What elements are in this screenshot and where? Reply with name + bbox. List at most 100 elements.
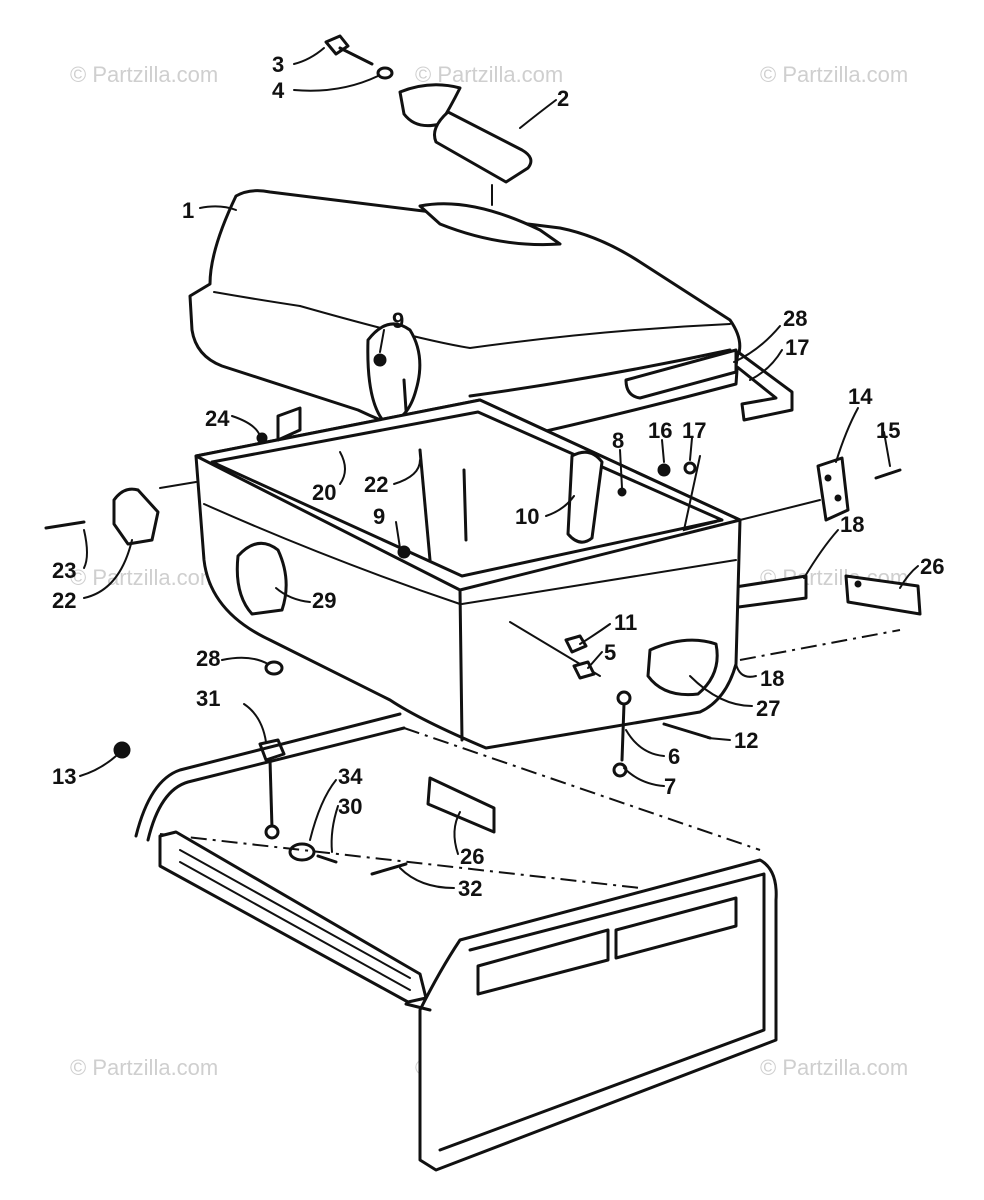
leader	[83, 539, 133, 599]
leader	[339, 451, 346, 485]
cable	[620, 702, 626, 762]
washer-34	[288, 842, 316, 862]
callout-label: 1	[182, 198, 194, 223]
box-side-line	[203, 503, 461, 605]
callout-label: 2	[557, 86, 569, 111]
leader	[379, 329, 385, 353]
left-bracket	[44, 481, 197, 546]
callout-label: 3	[272, 52, 284, 77]
box-corner-edge	[458, 588, 464, 742]
watermark: © Partzilla.com	[760, 62, 908, 87]
leader	[519, 99, 557, 129]
taillight-left	[476, 928, 610, 996]
callout-label: 31	[196, 686, 220, 711]
lid-strap	[402, 378, 408, 412]
leader	[579, 623, 611, 645]
callout-label: 17	[785, 335, 809, 360]
leader-lines	[79, 47, 919, 889]
leader	[243, 703, 267, 743]
cable-eye	[616, 690, 632, 706]
callout-label: 23	[52, 558, 76, 583]
box-rib	[462, 468, 468, 542]
leader	[293, 47, 325, 65]
hinge-leader	[739, 499, 821, 521]
strap-grommet	[397, 545, 411, 559]
callout-label: 4	[272, 78, 285, 103]
hinge-hole	[824, 474, 832, 482]
watermark: © Partzilla.com	[415, 62, 563, 87]
watermark: © Partzilla.com	[70, 565, 218, 590]
bolt-shank	[338, 46, 374, 66]
screw-24	[44, 520, 86, 530]
lid-edge	[213, 291, 301, 307]
pivot-pin	[433, 110, 533, 184]
leader	[221, 656, 269, 665]
callout-label: 15	[876, 418, 900, 443]
bracket-23	[112, 487, 160, 546]
callout-label: 22	[52, 588, 76, 613]
callout-label: 8	[612, 428, 624, 453]
leader	[231, 415, 261, 437]
callout-label: 26	[920, 554, 944, 579]
watermark: © Partzilla.com	[70, 62, 218, 87]
leader	[453, 811, 461, 855]
leader	[625, 729, 665, 757]
nut	[657, 463, 671, 477]
callout-label: 26	[460, 844, 484, 869]
rail-slot	[179, 861, 411, 991]
callout-label: 7	[664, 774, 676, 799]
callout-label: 6	[668, 744, 680, 769]
leader	[79, 755, 117, 777]
leader	[395, 521, 401, 549]
deck-line	[159, 833, 641, 889]
callout-label: 30	[338, 794, 362, 819]
callout-label: 12	[734, 728, 758, 753]
leader	[199, 205, 237, 211]
leader	[707, 737, 731, 741]
storage-lid	[188, 189, 742, 450]
callout-label: 16	[648, 418, 672, 443]
top-hardware	[324, 34, 533, 206]
leader	[330, 805, 339, 853]
callout-label: 28	[196, 646, 220, 671]
box-tab	[276, 406, 302, 442]
rear-panel-inner	[438, 872, 766, 1152]
box-front-line	[461, 559, 737, 605]
callout-label: 18	[840, 512, 864, 537]
hinge-plate	[816, 456, 850, 522]
box-cutaway-left	[235, 541, 288, 616]
leader	[619, 449, 623, 489]
leader	[689, 675, 753, 707]
grommet-29	[264, 660, 284, 676]
box-hinge	[739, 456, 902, 522]
lid-ridge	[468, 348, 732, 398]
callout-label: 32	[458, 876, 482, 901]
leader	[733, 325, 781, 363]
bracket-leader	[159, 481, 197, 489]
leader	[83, 529, 88, 569]
callout-label: 28	[783, 306, 807, 331]
leader	[393, 459, 421, 485]
hinge-hole	[834, 494, 842, 502]
leader	[749, 349, 783, 381]
deck-line	[403, 727, 761, 851]
callout-label: 18	[760, 666, 784, 691]
leader	[399, 867, 455, 889]
watermark: © Partzilla.com	[760, 1055, 908, 1080]
lid-strap	[418, 448, 432, 562]
deck-edge	[134, 712, 402, 838]
taillight-right	[614, 896, 738, 960]
callout-label: 10	[515, 504, 539, 529]
leader	[883, 431, 891, 467]
lid-hinge-strip	[624, 348, 738, 400]
callouts: 2 3 4 1 9 28 17 24 14 15 8 16 17 20 22 1…	[52, 52, 944, 901]
hardware-leader	[682, 455, 717, 532]
callout-label: 29	[312, 588, 336, 613]
post-eye	[264, 824, 280, 840]
hinge-hole	[854, 580, 862, 588]
watermark: © Partzilla.com	[70, 1055, 218, 1080]
leader	[803, 529, 839, 579]
lid-vent	[418, 202, 562, 247]
lower-hardware	[113, 660, 496, 876]
